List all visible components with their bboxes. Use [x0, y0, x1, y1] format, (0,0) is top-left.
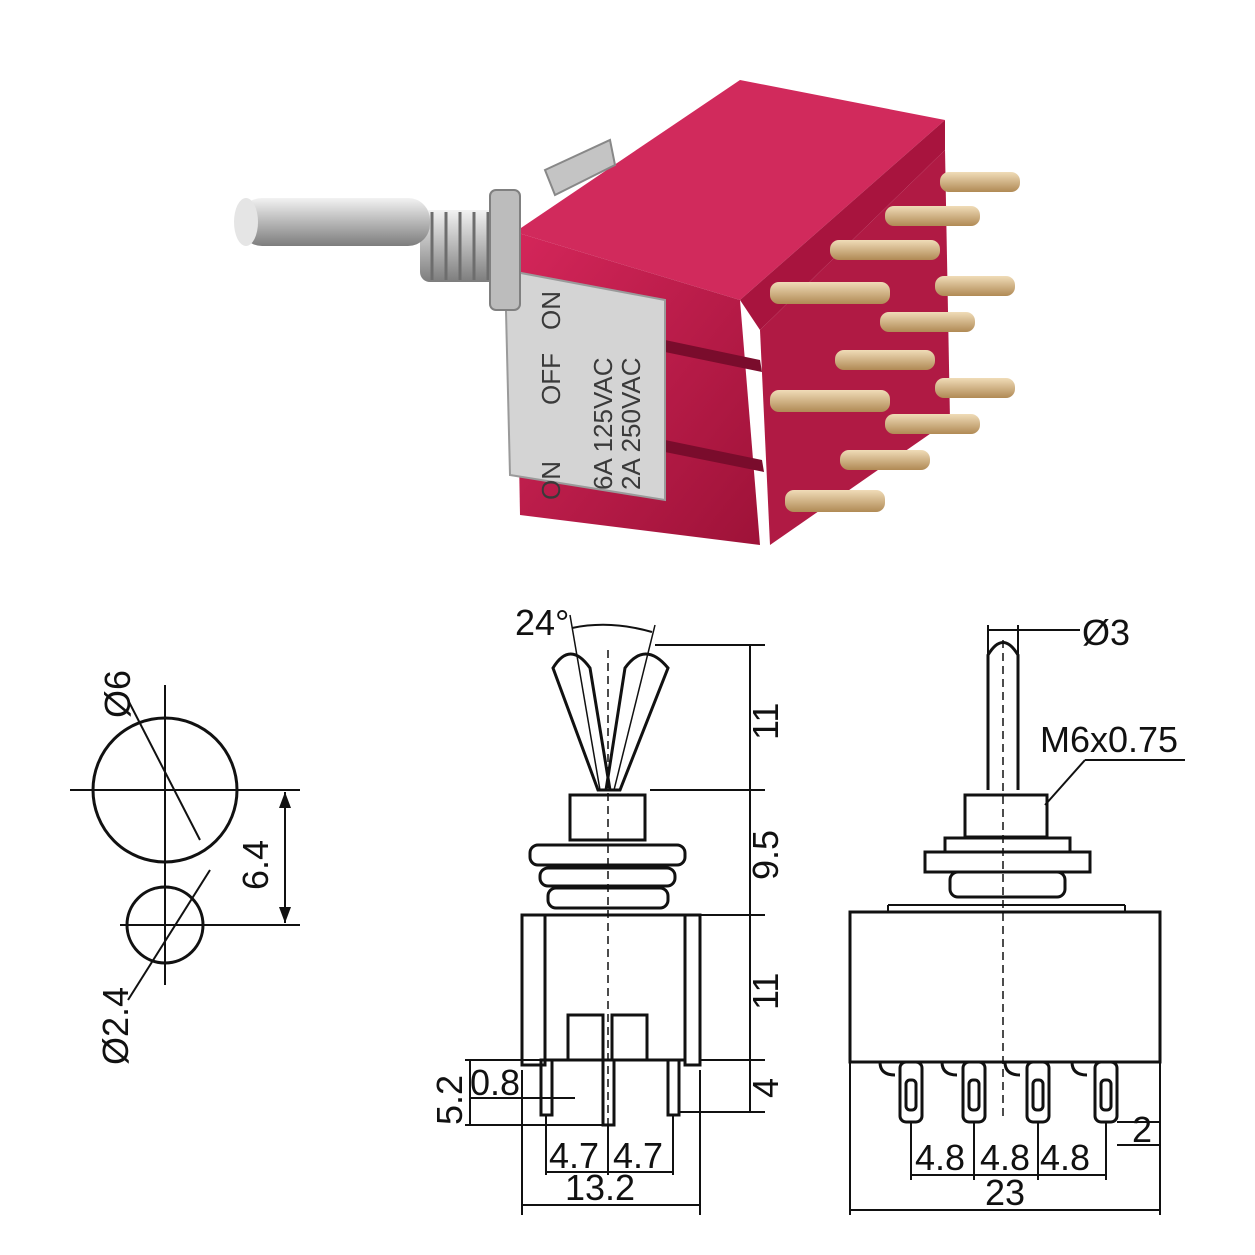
side-pins	[878, 1060, 1119, 1124]
terminal	[785, 490, 885, 512]
terminal	[885, 414, 980, 434]
dim-pin-offset: 2	[1132, 1109, 1152, 1150]
dim-angle: 24°	[515, 602, 569, 643]
terminal	[935, 378, 1015, 398]
housing-side	[740, 120, 945, 330]
side-pin	[898, 1060, 924, 1124]
dim-hole-key: Ø2.4	[95, 987, 136, 1065]
terminal	[880, 312, 975, 332]
stamp-pos-left: ON	[536, 461, 566, 500]
terminal	[830, 240, 940, 260]
dim-front-width: 13.2	[565, 1167, 635, 1208]
mount-hole-view	[70, 685, 300, 1001]
side-nut2	[948, 870, 1067, 899]
front-lever-right	[604, 652, 670, 792]
metal-frame	[503, 268, 666, 502]
dim-pitch-left: 4.7	[549, 1135, 599, 1176]
stamp-pos-center: OFF	[536, 353, 566, 405]
terminal	[840, 450, 930, 470]
terminal	[935, 276, 1015, 296]
dim-pitch-1: 4.8	[915, 1137, 965, 1178]
terminals	[770, 172, 1020, 512]
side-lever	[986, 641, 1020, 790]
dim-pin-length: 4	[745, 1078, 786, 1098]
frame-clip	[543, 138, 617, 197]
dim-hole-main: Ø6	[97, 670, 138, 718]
housing-top	[515, 80, 945, 300]
side-pin	[1093, 1060, 1119, 1124]
front-view	[465, 614, 765, 1215]
side-view	[848, 625, 1185, 1215]
side-body	[848, 910, 1162, 1064]
terminal	[940, 172, 1020, 192]
front-lever-left	[551, 652, 612, 792]
dim-pitch-2: 4.8	[980, 1137, 1030, 1178]
dim-hole-spacing: 6.4	[235, 840, 276, 890]
housing-groove	[665, 440, 764, 472]
dim-side-width: 23	[985, 1172, 1025, 1213]
dim-bushing-height: 9.5	[745, 830, 786, 880]
dim-pin-thickness: 0.8	[470, 1062, 520, 1103]
side-nut	[923, 850, 1092, 874]
dim-thread: M6x0.75	[1040, 719, 1178, 760]
stamp-rating-2: 2A 250VAC	[616, 357, 646, 490]
housing-groove	[665, 340, 762, 372]
stamp-rating-1: 6A 125VAC	[588, 357, 618, 490]
side-pin	[1025, 1060, 1051, 1124]
dim-lever-height: 11	[745, 703, 786, 740]
dim-pitch-right: 4.7	[613, 1135, 663, 1176]
product-photo: ON OFF ON 6A 125VAC 2A 250VAC	[234, 80, 1020, 545]
toggle-lever	[234, 198, 430, 246]
front-body	[543, 913, 687, 1062]
terminal	[835, 350, 935, 370]
side-pin	[961, 1060, 987, 1124]
terminal	[885, 206, 980, 226]
dim-lever-dia: Ø3	[1082, 612, 1130, 653]
front-pin	[666, 1058, 681, 1117]
side-bushing	[963, 793, 1049, 839]
bushing-thread	[420, 189, 521, 311]
terminal	[770, 282, 890, 304]
side-washer	[943, 836, 1072, 854]
dim-body-height: 11	[745, 973, 786, 1010]
terminal	[770, 390, 890, 412]
dim-pitch-3: 4.8	[1040, 1137, 1090, 1178]
dim-pin-total: 5.2	[429, 1075, 470, 1125]
stamp-pos-right: ON	[536, 291, 566, 330]
front-pin	[539, 1058, 554, 1117]
